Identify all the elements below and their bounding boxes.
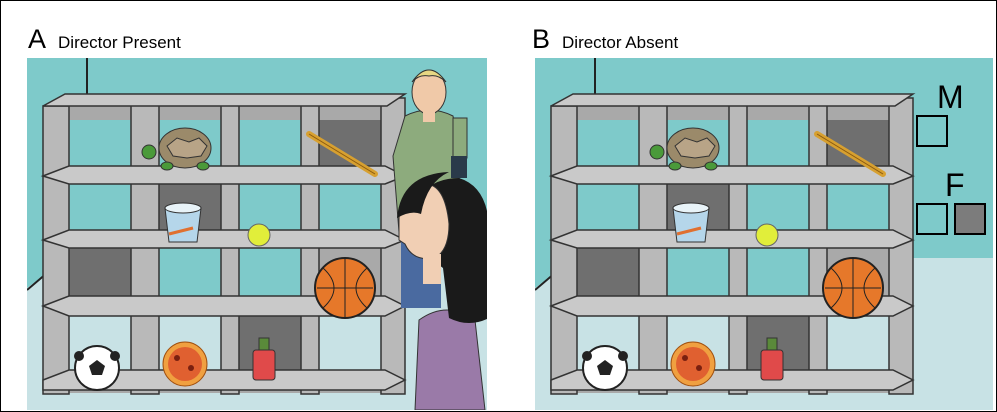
basketball-icon <box>823 258 883 318</box>
scene-director-present <box>27 58 487 410</box>
soccer-ball-icon <box>74 346 120 390</box>
legend-male-label: M <box>937 79 964 115</box>
panel-b-label: Director Absent <box>562 33 678 53</box>
panel-a-label: Director Present <box>58 33 181 53</box>
panel-b-letter: B <box>532 24 550 55</box>
scene-director-absent: M F <box>535 58 993 410</box>
bucket-icon <box>673 203 709 242</box>
pizza-icon <box>163 342 207 386</box>
pizza-icon <box>671 342 715 386</box>
panel-a-letter: A <box>28 24 46 55</box>
legend-female-box-occluded <box>955 204 985 234</box>
basketball-icon <box>315 258 375 318</box>
legend-female-label: F <box>945 167 965 203</box>
panel-b-title: B Director Absent <box>532 24 678 58</box>
soccer-ball-icon <box>582 346 628 390</box>
bucket-icon <box>165 203 201 242</box>
panel-a-title: A Director Present <box>28 24 181 58</box>
tennis-ball-icon <box>756 224 778 246</box>
tennis-ball-icon <box>248 224 270 246</box>
